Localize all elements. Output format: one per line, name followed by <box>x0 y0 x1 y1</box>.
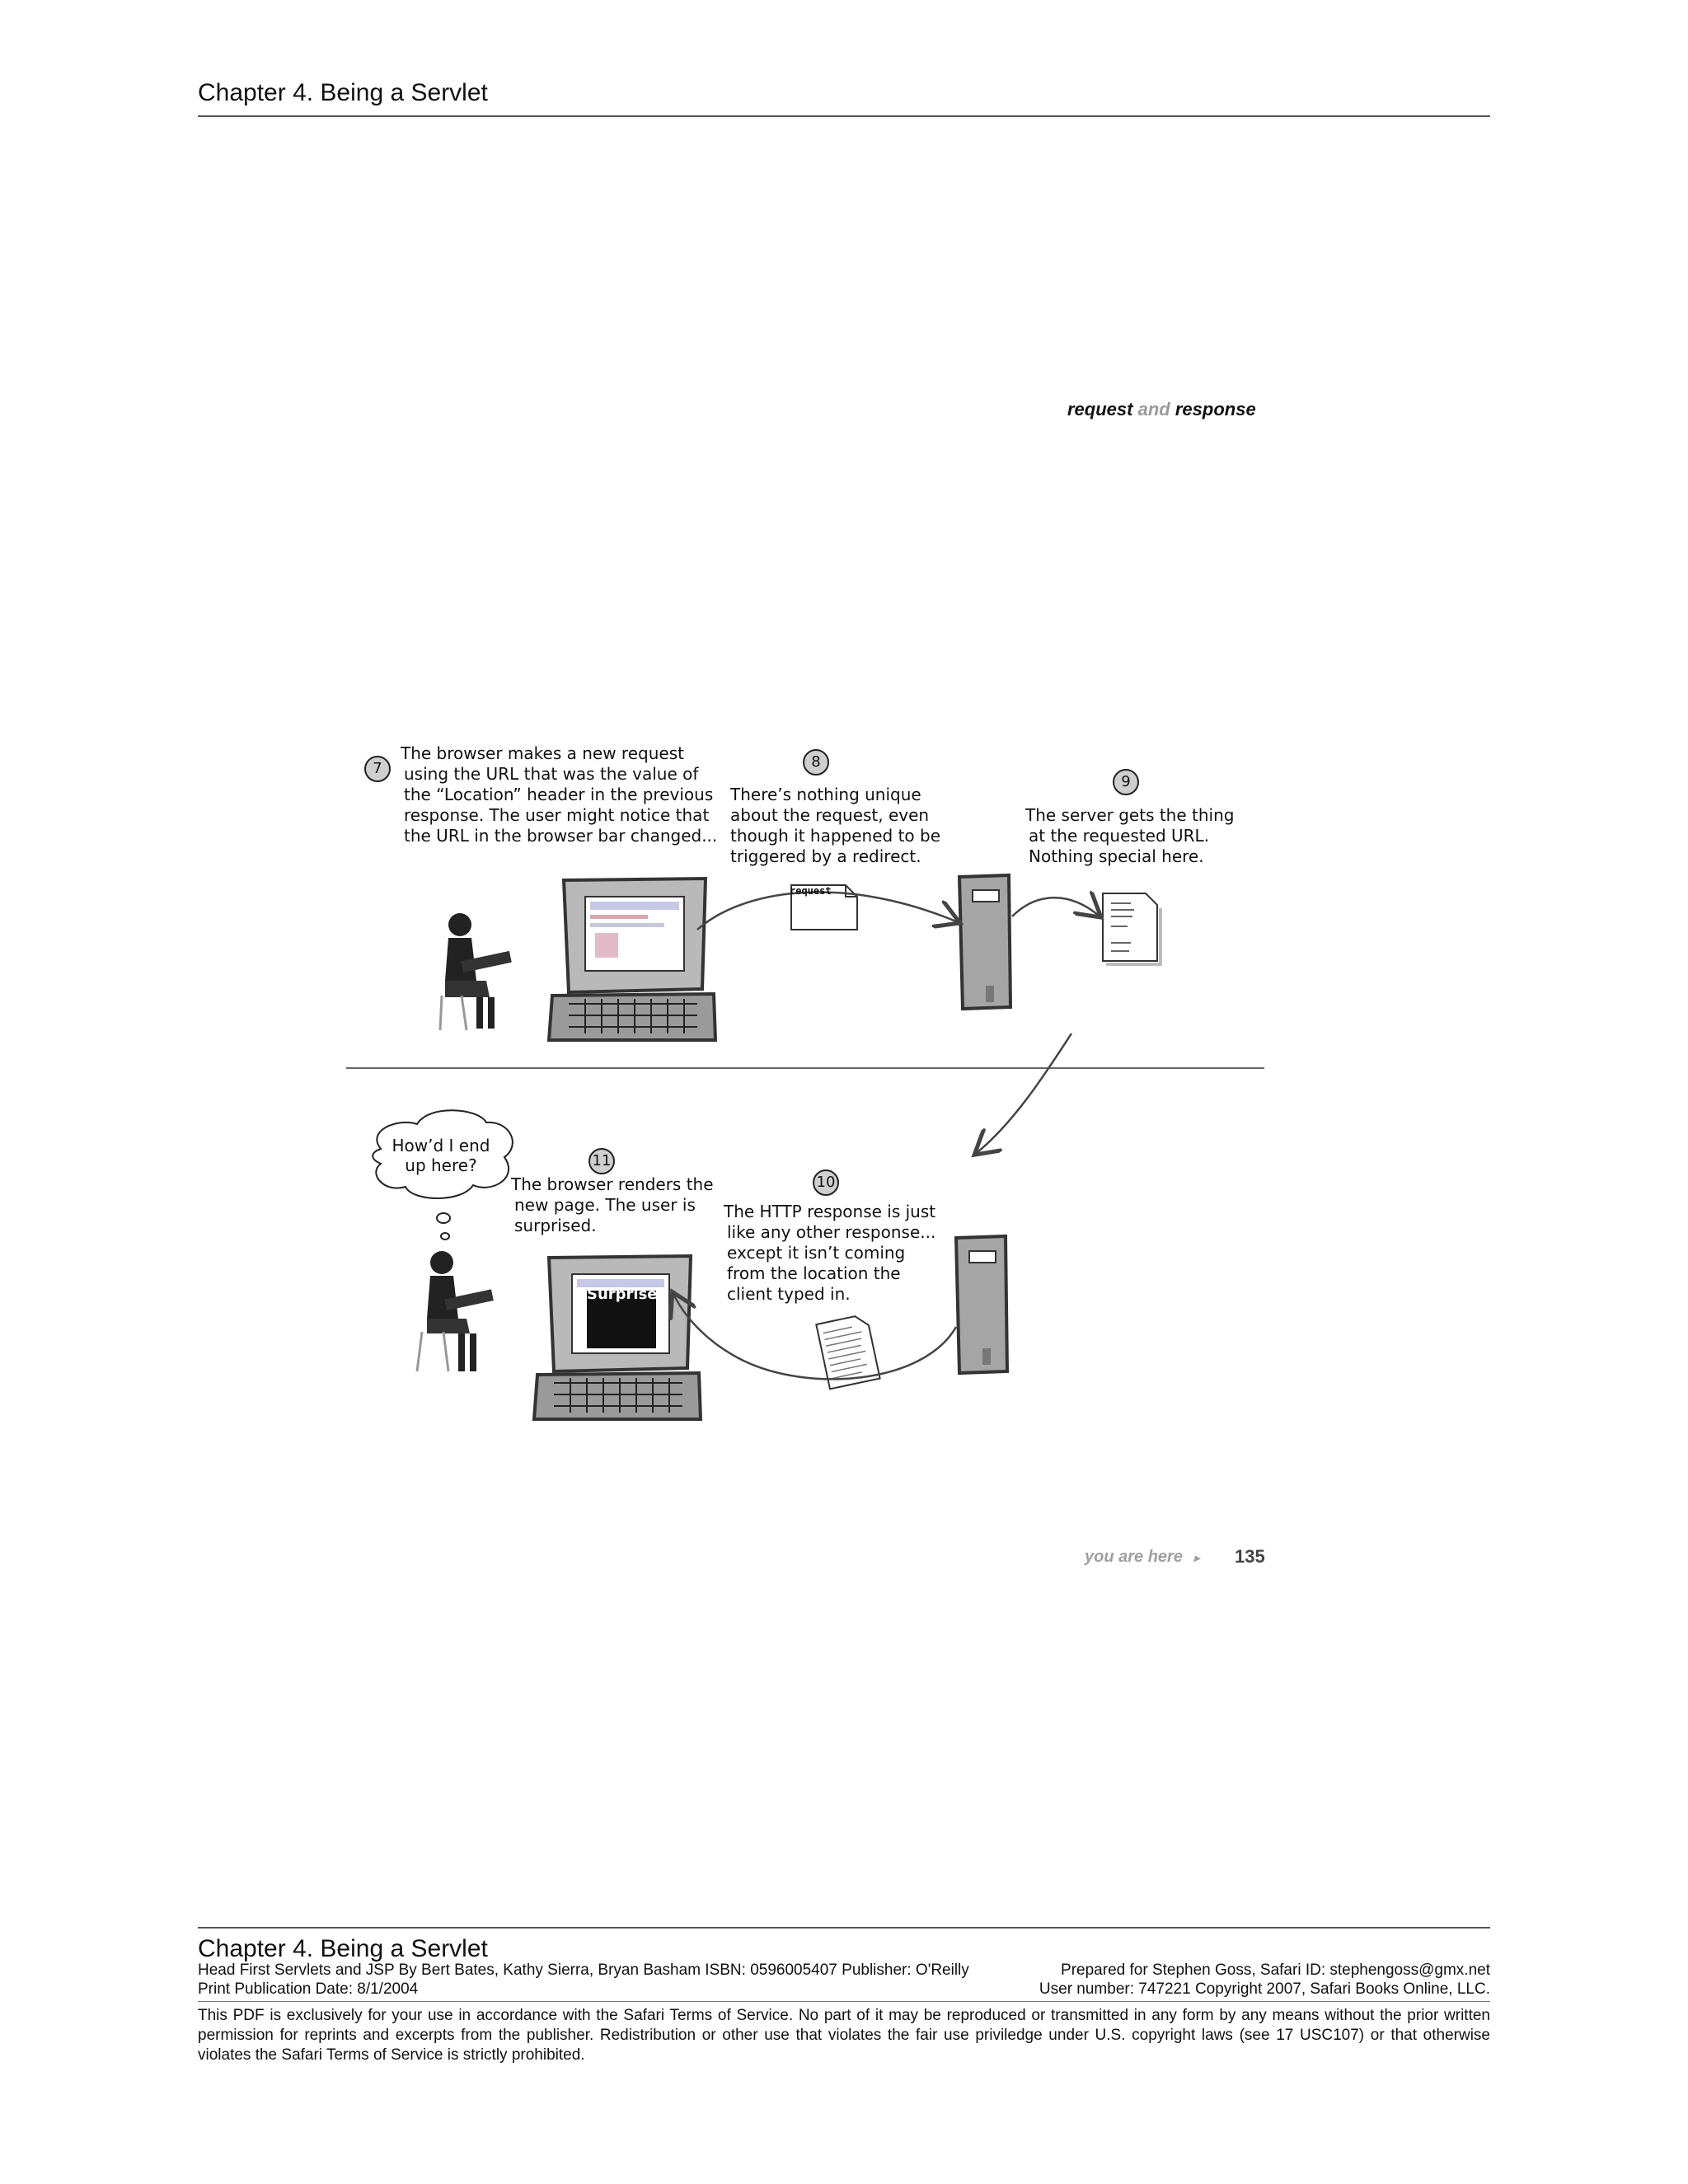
step-8-line: triggered by a redirect. <box>730 846 921 866</box>
request-document <box>790 884 858 930</box>
thought-line: How’d I end <box>392 1136 490 1155</box>
chapter-title: Chapter 4. Being a Servlet <box>198 79 488 106</box>
step-10-line: except it isn’t coming <box>727 1243 906 1263</box>
laptop-top <box>546 876 718 1042</box>
request-arrow <box>696 891 956 930</box>
step-11-line: surprised. <box>514 1216 597 1235</box>
step-10-line: like any other response... <box>727 1222 936 1242</box>
step-8-line: about the request, even <box>730 805 930 825</box>
footer-book-info: Head First Servlets and JSP By Bert Bate… <box>198 1961 969 1979</box>
user-figure-bottom <box>415 1251 494 1372</box>
server-top <box>957 873 1013 1011</box>
user-figure-top <box>438 913 512 1031</box>
step-number-8: 8 <box>803 749 829 776</box>
down-arrow <box>978 1033 1073 1152</box>
page-number: 135 <box>1235 1546 1265 1567</box>
running-head: request and response <box>1067 399 1256 420</box>
step-8-line: though it happened to be <box>730 826 941 846</box>
screen-surprise-text: Surprise <box>587 1286 658 1303</box>
running-head-word-and: and <box>1137 399 1170 419</box>
running-head-word-request: request <box>1067 399 1133 419</box>
step-9-text: The server gets the thing at the request… <box>1025 805 1234 867</box>
request-doc-label: request <box>790 885 832 897</box>
laptop-bottom <box>532 1254 703 1421</box>
footer-user-number: User number: 747221 Copyright 2007, Safa… <box>1039 1980 1490 1998</box>
step-number-7: 7 <box>364 756 391 782</box>
step-10-text: The HTTP response is just like any other… <box>724 1202 935 1305</box>
step-10-line: The HTTP response is just <box>724 1202 936 1221</box>
step-7-text: The browser makes a new request using th… <box>401 743 717 846</box>
footer-prepared-for: Prepared for Stephen Goss, Safari ID: st… <box>1061 1961 1490 1979</box>
step-7-line: The browser makes a new request <box>401 743 684 763</box>
step-8-line: There’s nothing unique <box>730 785 921 804</box>
thought-bubble-text: How’d I end up here? <box>379 1136 503 1175</box>
step-9-line: at the requested URL. <box>1029 826 1210 846</box>
response-arrow <box>674 1296 958 1380</box>
footer-chapter-title: Chapter 4. Being a Servlet <box>198 1935 488 1962</box>
server-bottom <box>954 1234 1010 1376</box>
thought-bubble <box>372 1109 513 1240</box>
footer-pub-date: Print Publication Date: 8/1/2004 <box>198 1980 419 1998</box>
step-number-11: 11 <box>588 1148 615 1174</box>
server-to-html-arrow <box>1011 898 1098 916</box>
step-number-9: 9 <box>1113 769 1139 795</box>
step-10-line: client typed in. <box>727 1284 851 1304</box>
step-8-text: There’s nothing unique about the request… <box>730 785 940 867</box>
step-7-line: the URL in the browser bar changed... <box>404 826 718 846</box>
header-rule <box>198 115 1490 117</box>
footer-rule-top <box>198 1927 1490 1929</box>
step-7-line: response. The user might notice that <box>404 805 710 825</box>
footer-rule-bottom <box>198 2001 1490 2002</box>
html-document <box>1102 893 1162 966</box>
triangle-right-icon: ▸ <box>1193 1551 1200 1564</box>
step-10-line: from the location the <box>727 1263 901 1283</box>
step-number-10: 10 <box>813 1169 839 1196</box>
step-11-line: The browser renders the <box>511 1174 714 1194</box>
thought-line: up here? <box>405 1155 477 1175</box>
running-head-word-response: response <box>1175 399 1256 419</box>
footer-legal-text: This PDF is exclusively for your use in … <box>198 2007 1490 2064</box>
step-9-line: The server gets the thing <box>1025 805 1235 825</box>
you-are-here-label: you are here ▸ <box>1085 1548 1200 1567</box>
step-7-line: the “Location” header in the previous <box>404 785 714 804</box>
step-7-line: using the URL that was the value of <box>404 764 699 784</box>
step-11-text: The browser renders the new page. The us… <box>511 1174 714 1236</box>
you-are-here-text: you are here <box>1085 1548 1183 1566</box>
step-9-line: Nothing special here. <box>1029 846 1204 866</box>
step-11-line: new page. The user is <box>514 1195 696 1215</box>
